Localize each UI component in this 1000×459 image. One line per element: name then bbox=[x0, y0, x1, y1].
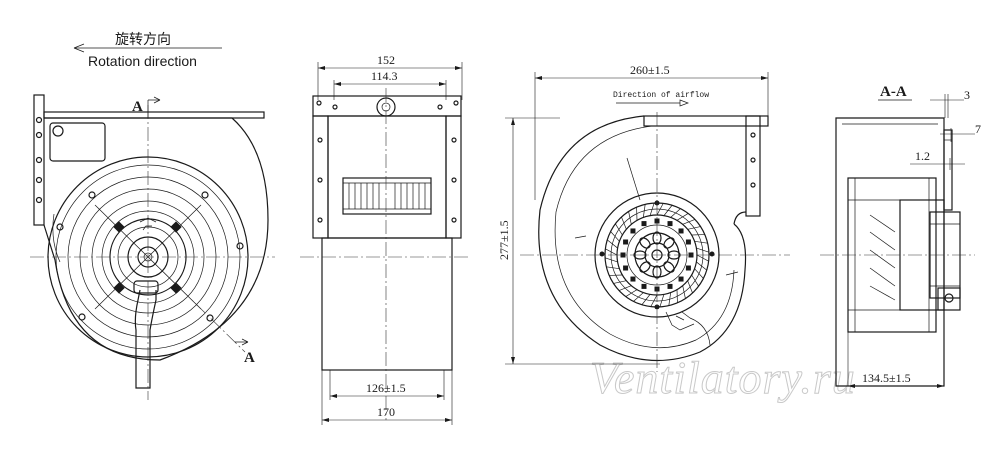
dim-side-bottom-total: 170 bbox=[377, 405, 395, 419]
scroll-housing bbox=[43, 117, 269, 361]
section-title: A-A bbox=[880, 84, 907, 100]
front-scroll-housing bbox=[538, 115, 747, 362]
dim-section-12: 1.2 bbox=[915, 149, 930, 163]
dim-side-top-width: 152 bbox=[377, 53, 395, 67]
rotation-label-cn: 旋转方向 bbox=[115, 31, 171, 47]
side-view: 152 114.3 bbox=[300, 53, 470, 425]
mounting-flange-left bbox=[33, 94, 45, 226]
dim-section-3: 3 bbox=[964, 88, 970, 102]
dim-side-bottom-inner: 126±1.5 bbox=[366, 381, 406, 395]
label-plate bbox=[49, 122, 106, 162]
side-housing-body bbox=[321, 237, 453, 371]
watermark-text: Ventilatory.ru bbox=[590, 352, 856, 403]
section-mark-bottom: A bbox=[244, 350, 255, 366]
rotation-label-en: Rotation direction bbox=[88, 53, 197, 69]
front-right-flange bbox=[745, 115, 761, 217]
side-housing-top bbox=[327, 115, 447, 239]
dim-front-height: 277±1.5 bbox=[497, 220, 511, 260]
blade-pattern bbox=[604, 202, 710, 308]
hub-petals bbox=[620, 218, 694, 292]
rotation-arrow-head bbox=[73, 43, 85, 53]
dim-front-width: 260±1.5 bbox=[630, 63, 670, 77]
section-mark-top: A bbox=[132, 99, 143, 115]
front-view: 260±1.5 277±1.5 Direction of airflow bbox=[497, 63, 790, 372]
airflow-label: Direction of airflow bbox=[613, 91, 709, 100]
section-view: A-A 3 7 1.2 bbox=[820, 84, 981, 388]
dim-side-inner-width: 114.3 bbox=[371, 69, 398, 83]
dim-section-7: 7 bbox=[975, 122, 981, 136]
rear-view: 旋转方向 Rotation direction bbox=[30, 31, 275, 400]
dim-section-depth: 134.5±1.5 bbox=[862, 371, 911, 385]
